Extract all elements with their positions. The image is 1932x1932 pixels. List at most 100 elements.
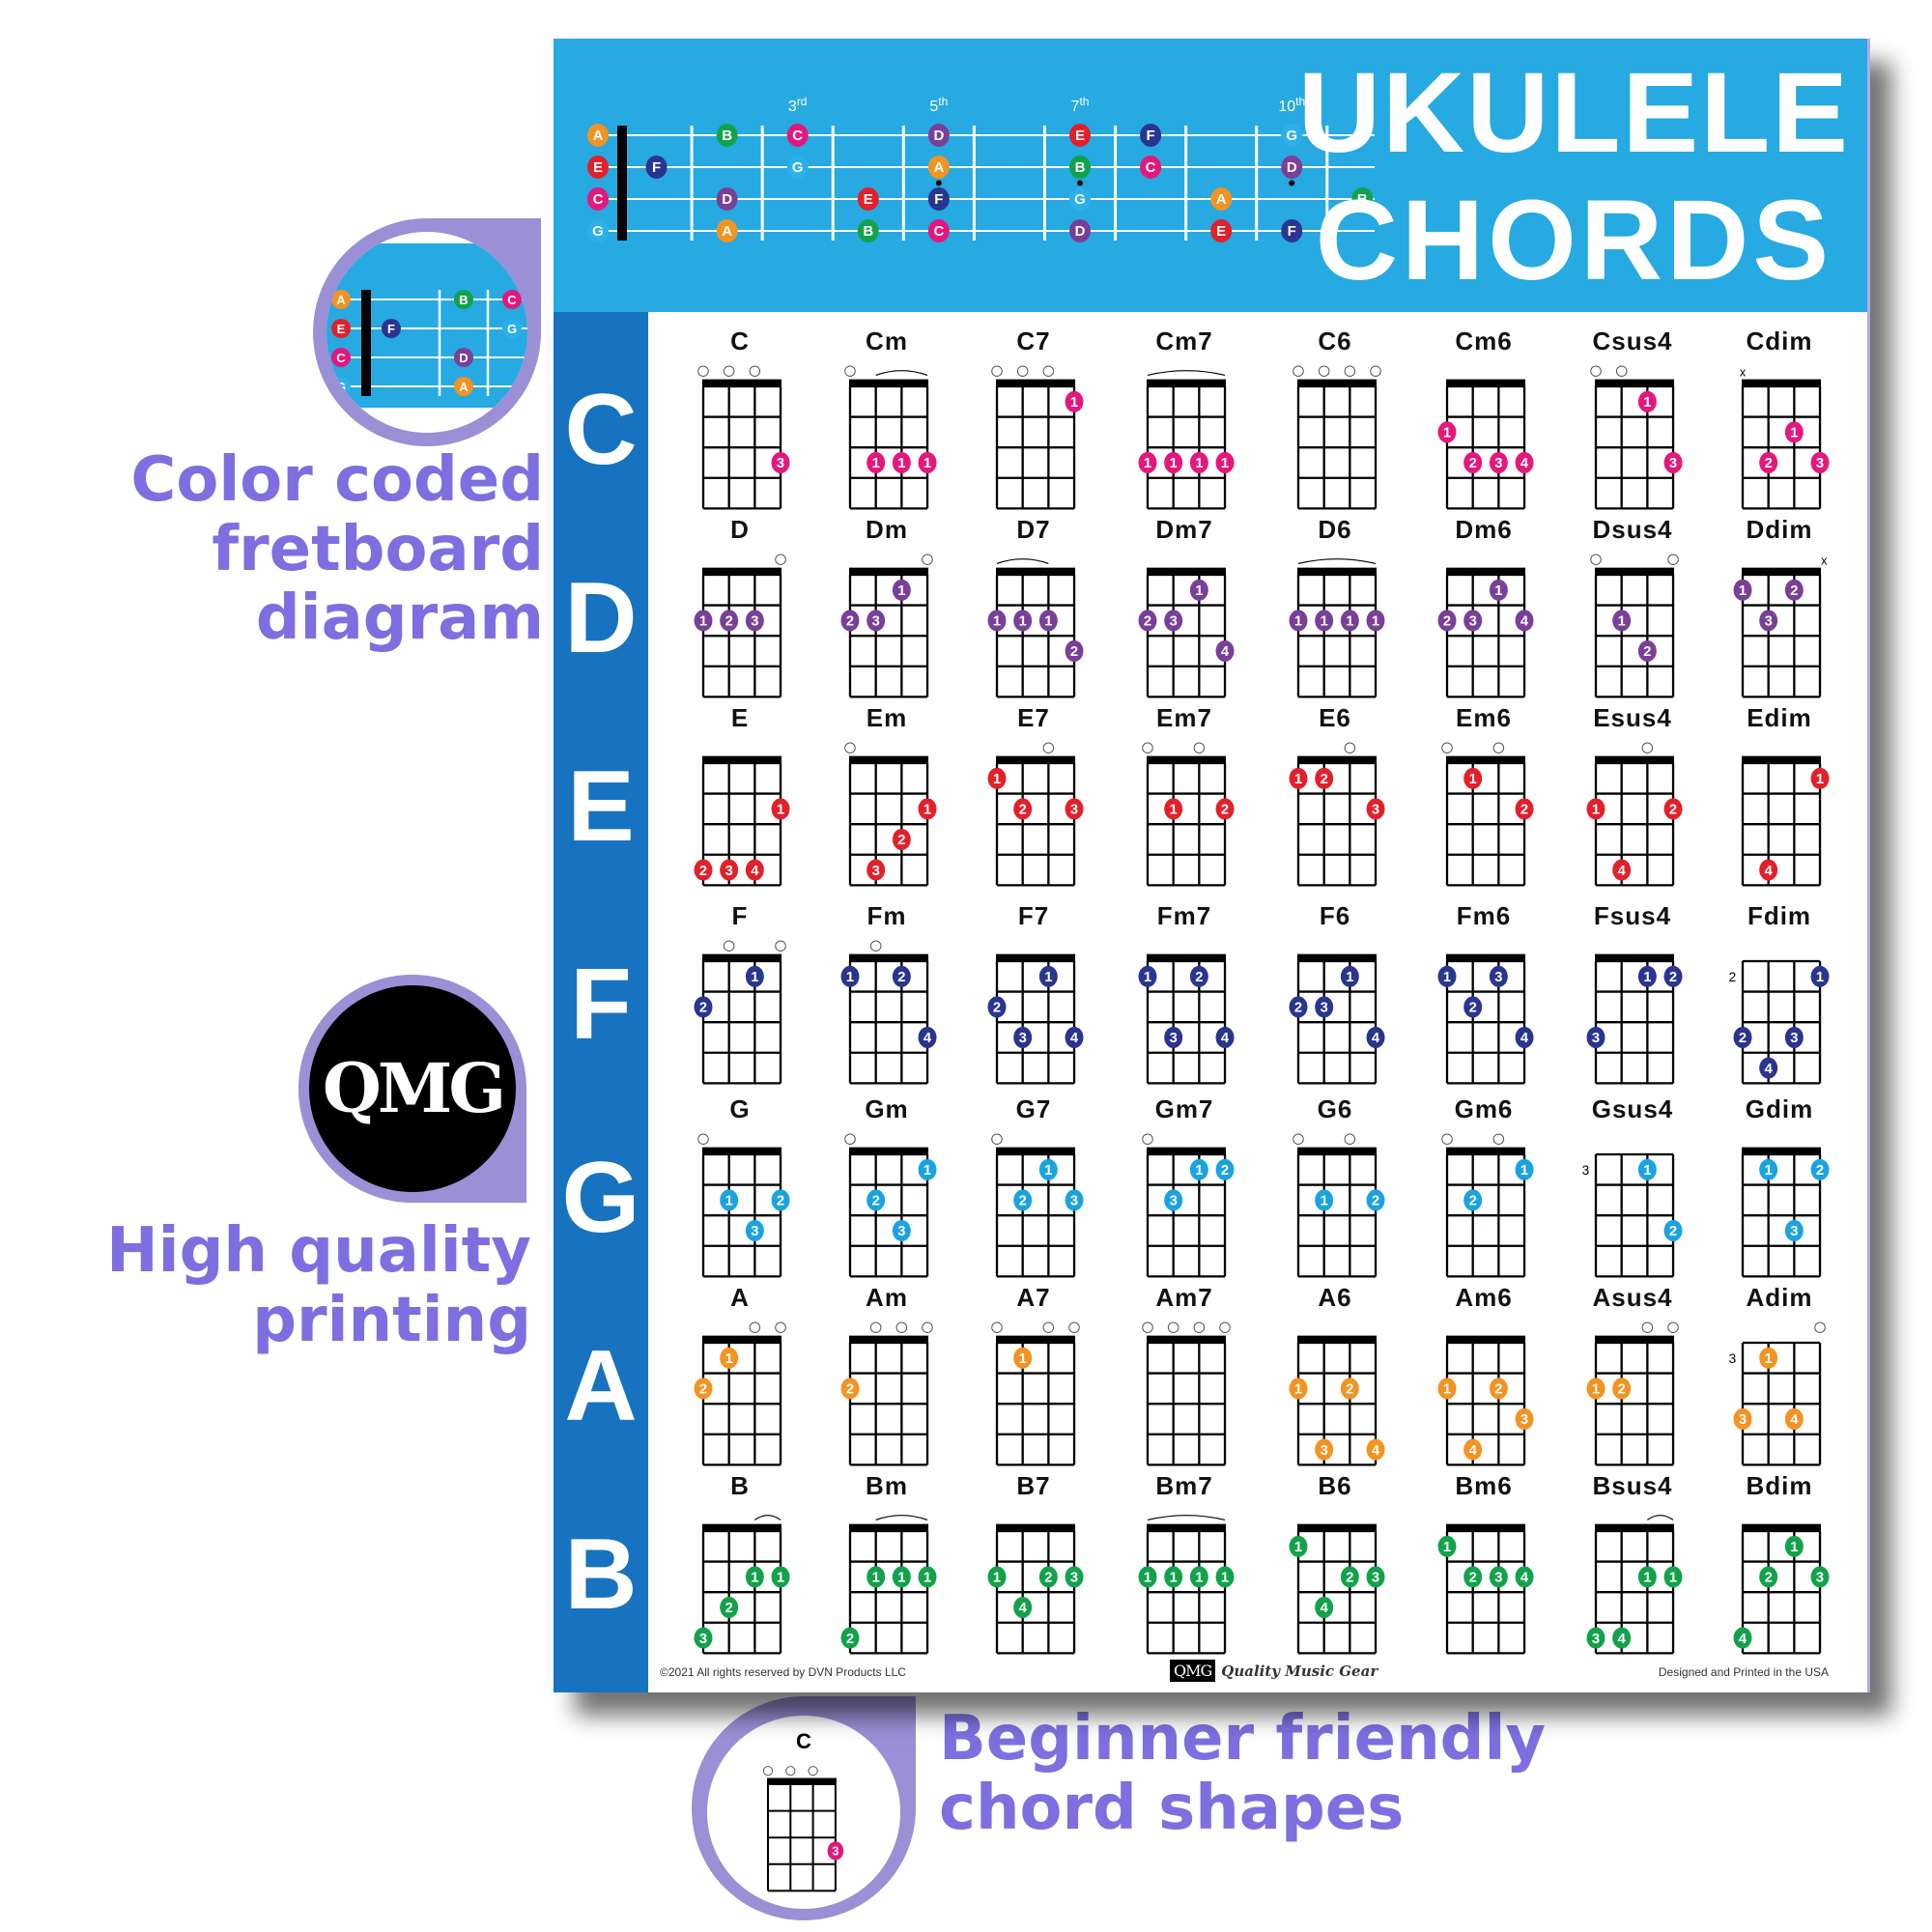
open-string-icon: [1219, 1321, 1231, 1333]
svg-text:1: 1: [699, 614, 707, 630]
finger-dot: [1586, 1026, 1605, 1049]
chord-name: Bm: [866, 1471, 908, 1500]
svg-text:3: 3: [1321, 1443, 1328, 1459]
finger-dot: [1215, 639, 1235, 663]
svg-text:3: 3: [1520, 1412, 1528, 1428]
open-string-icon: [1042, 1321, 1055, 1333]
chord-name: Fm6: [1456, 901, 1512, 930]
open-string-icon: [1142, 1133, 1153, 1145]
svg-text:A: A: [1216, 191, 1227, 208]
finger-dot: [1515, 610, 1534, 632]
chord-name: B6: [1318, 1471, 1352, 1500]
chord-name: Dm: [866, 515, 908, 544]
svg-text:2: 2: [846, 1382, 854, 1398]
svg-text:4: 4: [1372, 1443, 1380, 1459]
finger-dot: [694, 1627, 713, 1649]
note-marker-C: [1140, 156, 1162, 179]
note-marker-E: [587, 156, 609, 179]
open-string-icon: [1293, 1133, 1304, 1145]
finger-dot: [1637, 390, 1657, 412]
finger-dot: [1463, 767, 1483, 789]
finger-dot: [1810, 451, 1830, 474]
open-string-icon: [1193, 742, 1206, 753]
open-string-icon: [697, 365, 709, 377]
open-string-icon: [895, 1321, 908, 1333]
open-string-icon: [1615, 365, 1628, 377]
open-string-icon: [1142, 1321, 1153, 1333]
svg-text:4: 4: [923, 1031, 932, 1046]
svg-text:F: F: [934, 191, 943, 208]
svg-text:3: 3: [725, 864, 733, 879]
svg-text:2: 2: [1618, 1382, 1626, 1398]
finger-dot: [745, 1566, 764, 1588]
finger-dot: [918, 1158, 937, 1180]
svg-text:4: 4: [1070, 1031, 1079, 1046]
chord-name: C: [730, 327, 750, 355]
finger-dot: [1759, 610, 1778, 632]
chord-name: G6: [1317, 1094, 1353, 1123]
svg-text:3: 3: [1170, 1194, 1178, 1209]
finger-dot: [720, 1189, 739, 1211]
svg-text:3: 3: [1494, 1571, 1502, 1586]
svg-text:2: 2: [1469, 456, 1477, 471]
svg-text:3: 3: [1070, 1571, 1078, 1586]
finger-dot: [1340, 965, 1359, 987]
svg-text:G: G: [1074, 191, 1086, 208]
svg-text:C: C: [933, 223, 944, 240]
svg-text:2: 2: [1144, 614, 1151, 630]
svg-text:1: 1: [993, 772, 1001, 787]
chord-name: Gdim: [1745, 1094, 1814, 1123]
finger-dot: [987, 1566, 1007, 1588]
svg-text:3: 3: [1592, 1632, 1600, 1647]
note-marker-A: [927, 156, 950, 179]
note-marker-G: [786, 156, 809, 179]
open-string-icon: [844, 1133, 856, 1145]
finger-dot: [1013, 1026, 1033, 1049]
finger-dot: [1663, 798, 1683, 820]
finger-dot: [1366, 1189, 1385, 1211]
open-string-icon: [697, 1133, 709, 1145]
chord-name: A7: [1016, 1283, 1051, 1312]
svg-text:F: F: [387, 322, 395, 336]
finger-dot: [1065, 1566, 1084, 1588]
svg-text:1: 1: [993, 1571, 1001, 1586]
finger-dot: [1189, 579, 1208, 601]
chord-name: Adim: [1746, 1283, 1813, 1312]
chord-name: E: [730, 703, 750, 732]
chord-name: Fdim: [1747, 901, 1812, 930]
svg-text:1: 1: [897, 1571, 905, 1586]
finger-dot: [1637, 1566, 1657, 1588]
open-string-icon: [723, 365, 735, 377]
chord-name: Ddim: [1746, 515, 1813, 544]
finger-dot: [1315, 1438, 1334, 1461]
svg-text:2: 2: [1294, 1001, 1302, 1016]
svg-text:1: 1: [923, 1163, 931, 1179]
open-string-icon: [1814, 1321, 1826, 1333]
svg-text:1: 1: [1044, 970, 1052, 985]
chord-name: Fsus4: [1593, 901, 1672, 930]
svg-text:1: 1: [1294, 614, 1302, 630]
poster-footer: ©2021 All rights reserved by DVN Product…: [648, 1654, 1867, 1692]
svg-text:1: 1: [1321, 614, 1328, 630]
fret-marker-label: 3rd: [788, 95, 808, 115]
note-marker-B: [1351, 187, 1374, 211]
finger-dot: [694, 996, 713, 1018]
finger-dot: [1289, 1535, 1308, 1557]
callout-fretboard-line2: fretboard diagram: [212, 513, 544, 655]
svg-text:A: A: [459, 380, 469, 394]
svg-text:2: 2: [1019, 803, 1027, 818]
finger-dot: [745, 859, 764, 881]
svg-text:1: 1: [846, 970, 854, 985]
open-string-icon: [785, 1766, 796, 1776]
